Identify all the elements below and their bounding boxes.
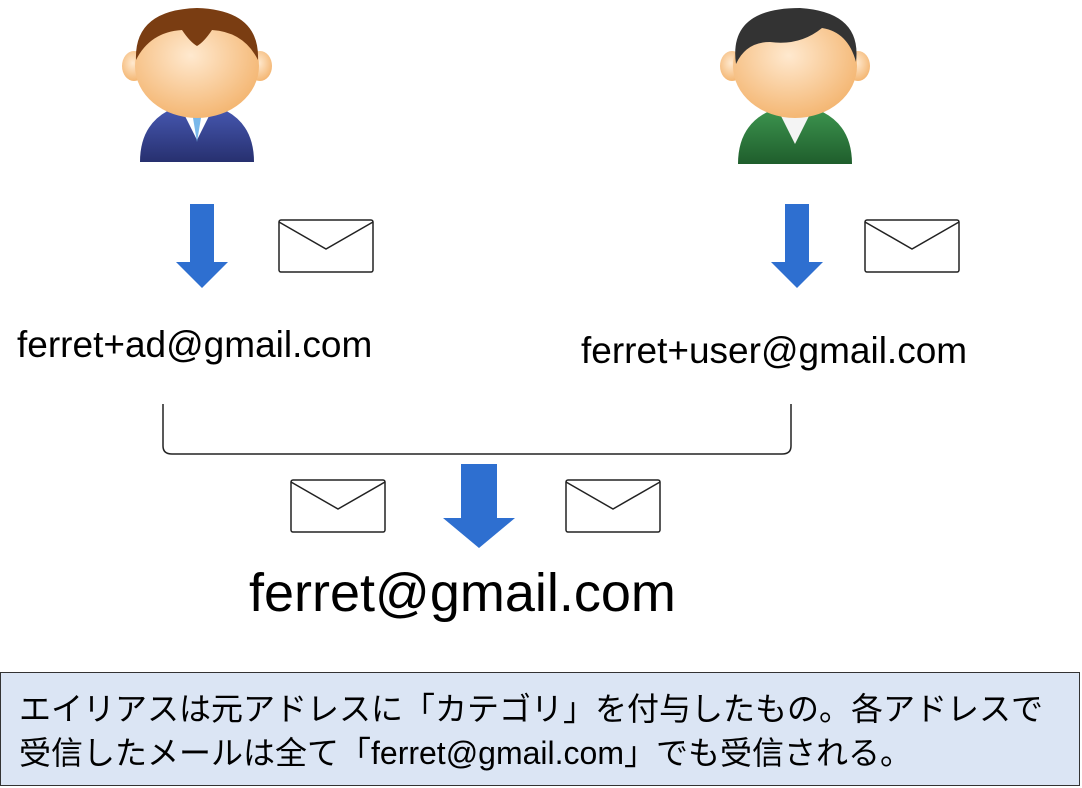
main-address: ferret@gmail.com [249,563,676,623]
envelope-icon [290,479,386,533]
envelope-icon [278,219,374,273]
down-arrow-icon [176,204,228,288]
down-arrow-icon [771,204,823,288]
alias-address-user: ferret+user@gmail.com [581,330,968,371]
envelope-icon [565,479,661,533]
business-person-icon [122,8,272,162]
explanation-note: エイリアスは元アドレスに「カテゴリ」を付与したもの。各アドレスで受信したメールは… [0,672,1080,786]
bracket-connector [162,404,792,455]
alias-address-ad: ferret+ad@gmail.com [17,324,373,365]
envelope-icon [864,219,960,273]
casual-person-icon [720,8,870,164]
down-arrow-icon [443,464,515,548]
